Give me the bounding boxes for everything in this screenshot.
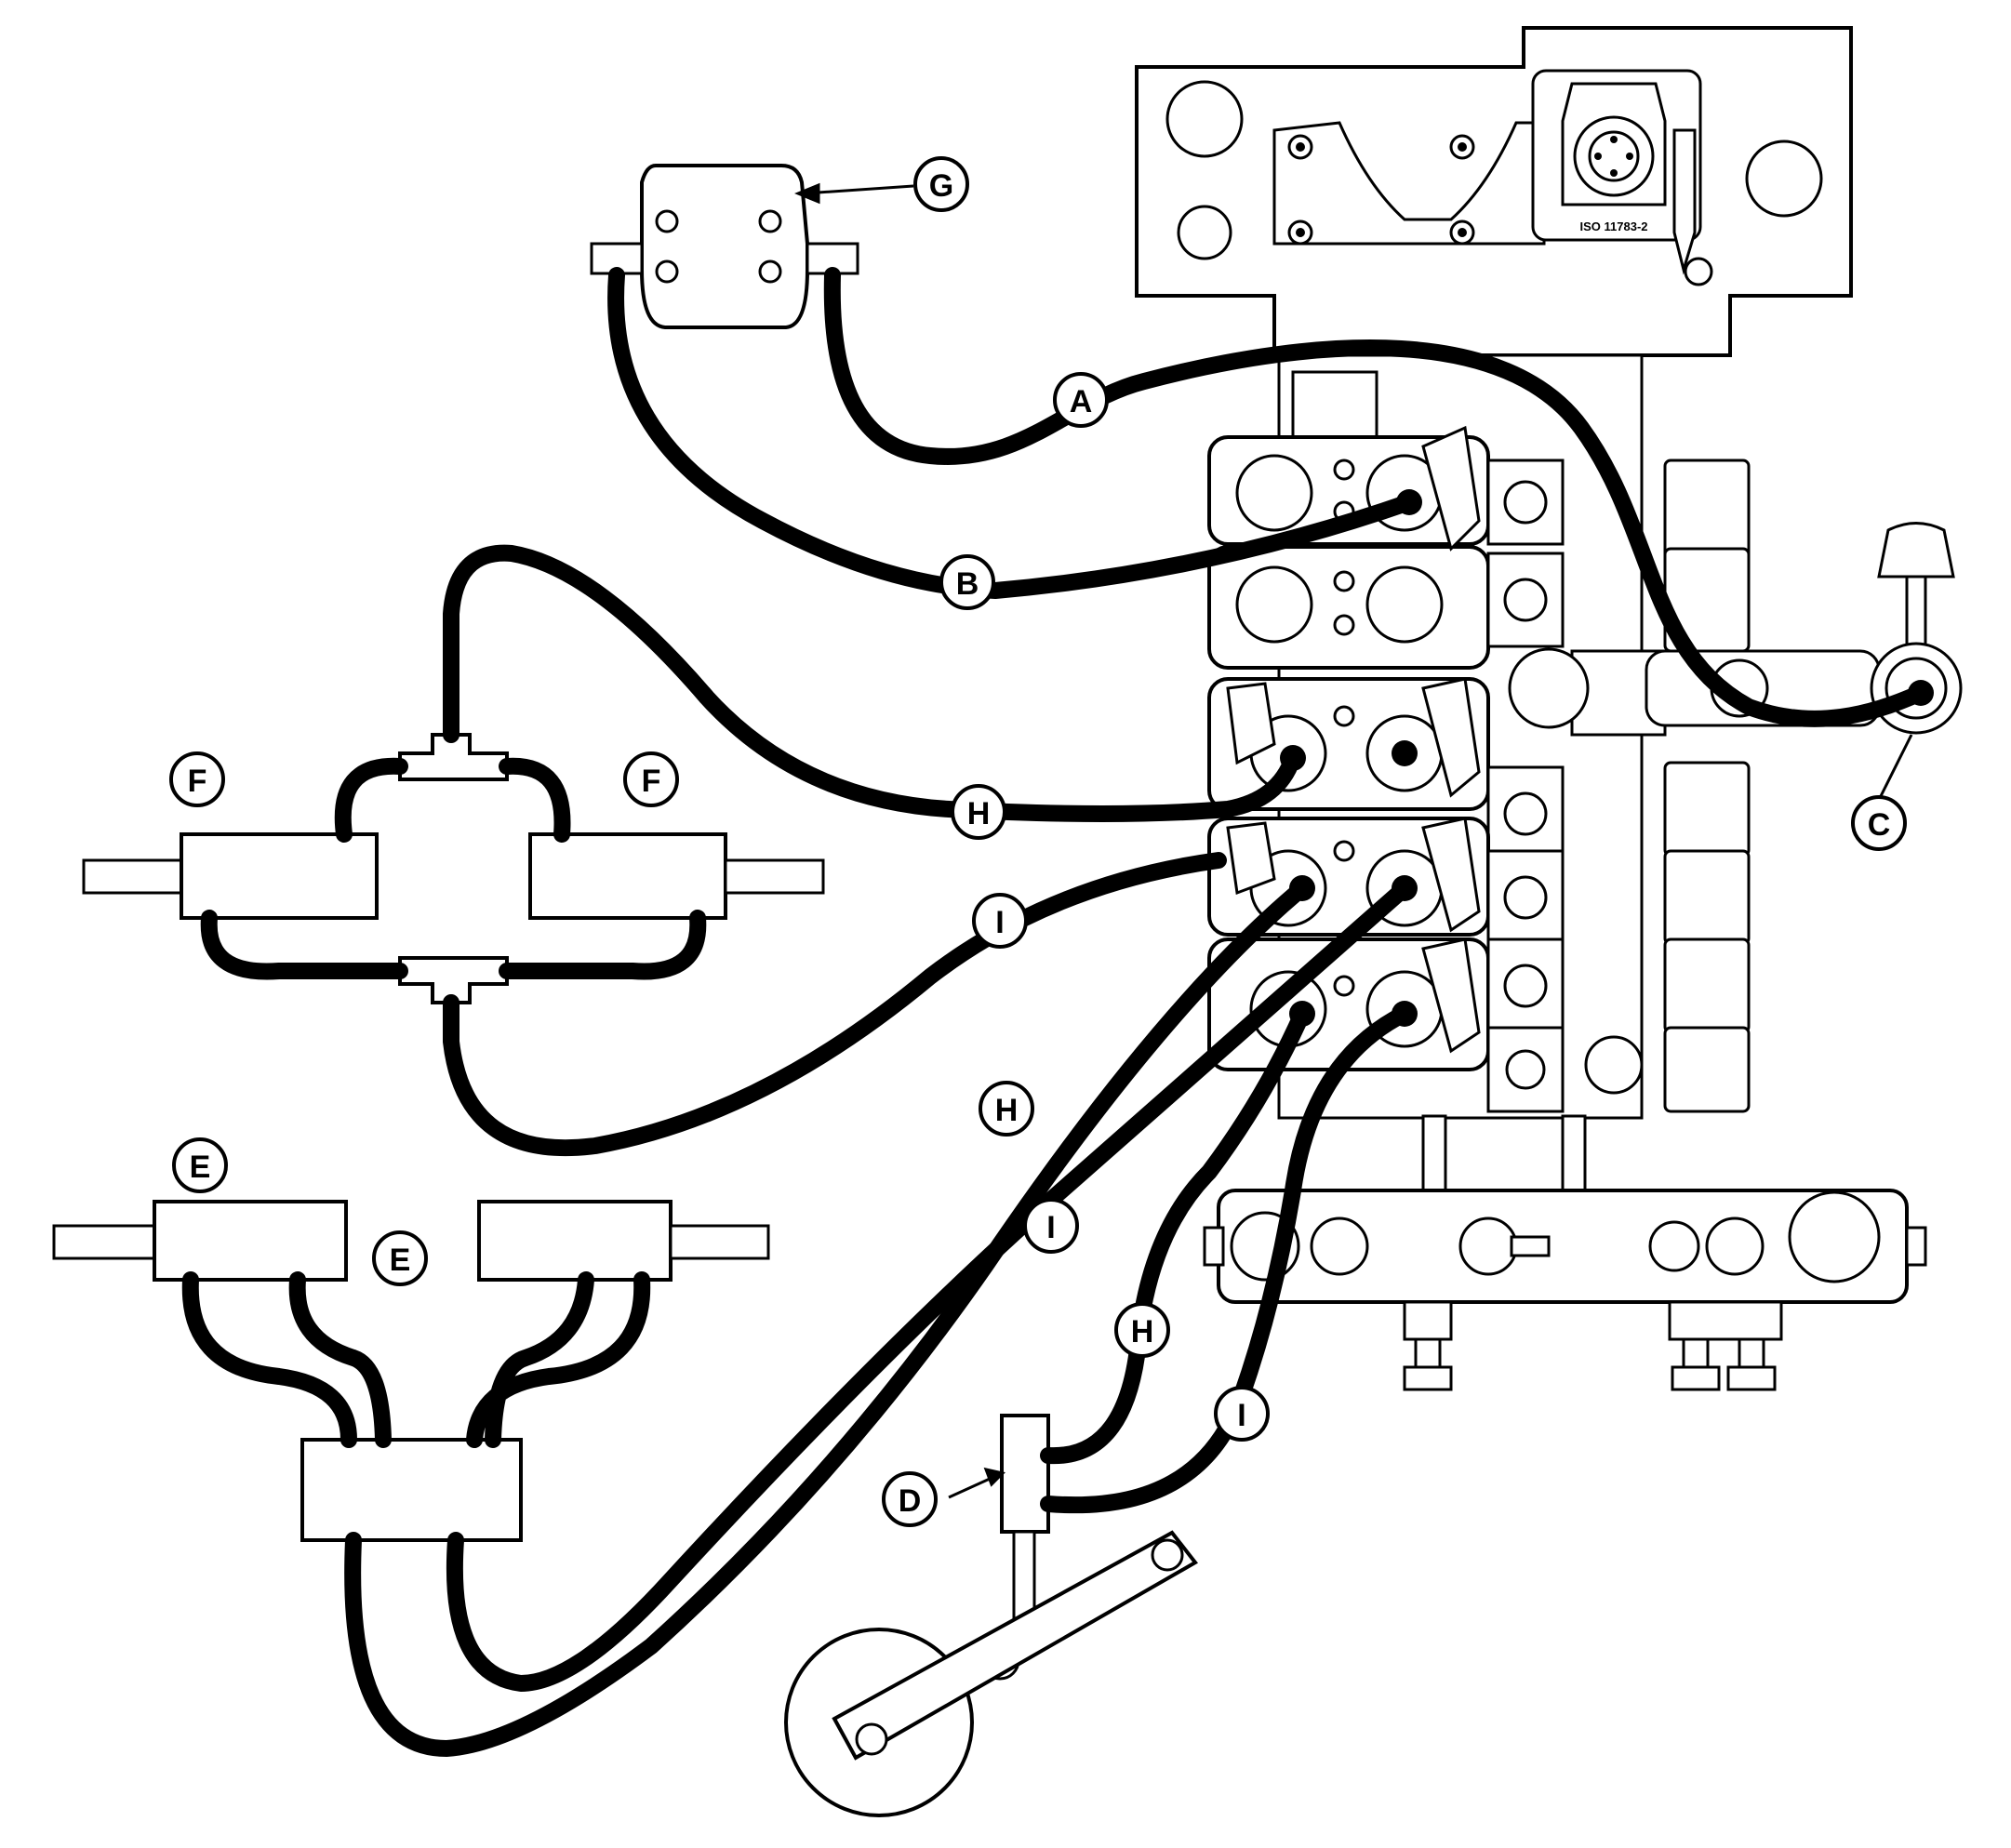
svg-text:I: I	[995, 905, 1004, 940]
hose-i-d	[1040, 1005, 1413, 1514]
hose-h-lower	[344, 880, 1311, 1757]
svg-text:G: G	[929, 168, 953, 204]
svg-text:D: D	[899, 1483, 922, 1519]
svg-text:H: H	[1131, 1314, 1154, 1349]
hose-h-d	[1040, 1005, 1311, 1465]
label-i-lower: I	[1214, 1386, 1270, 1442]
label-h-middle: H	[979, 1081, 1034, 1137]
component-d-cylinder	[784, 1414, 1198, 1817]
label-h-upper: H	[951, 784, 1006, 840]
label-i-middle: I	[1023, 1198, 1079, 1254]
valve-levers	[1663, 459, 1751, 1113]
svg-text:E: E	[190, 1150, 211, 1185]
plate-marking-text: ISO 11783-2	[1580, 219, 1648, 233]
hose-f-upper-loop	[334, 757, 571, 843]
label-f-right: F	[623, 751, 679, 807]
valve-stack	[1207, 353, 1963, 1211]
mounting-plate: ISO 11783-2	[1135, 26, 1853, 357]
svg-text:I: I	[1237, 1398, 1245, 1433]
svg-text:I: I	[1046, 1210, 1055, 1245]
hose-i-upper	[443, 852, 1227, 1157]
label-g: G	[913, 156, 969, 212]
lower-manifold	[1203, 1189, 1927, 1391]
svg-text:H: H	[995, 1093, 1019, 1128]
component-g-block	[590, 164, 859, 329]
callout-leaders	[794, 182, 1913, 1499]
hose-e-loops	[181, 1271, 651, 1448]
coupler-section-1	[1207, 435, 1565, 546]
svg-text:F: F	[188, 764, 207, 799]
label-e-right: E	[372, 1230, 428, 1286]
label-a: A	[1053, 372, 1109, 428]
coupler-levers	[1226, 425, 1481, 1054]
hose-b	[607, 267, 1418, 599]
label-c: C	[1851, 795, 1907, 851]
coupler-section-2	[1207, 545, 1565, 670]
callout-labels: A B C D E E F F	[169, 156, 1907, 1527]
hose-a	[823, 267, 1929, 727]
hose-h-upper	[443, 544, 1301, 822]
hose-ends	[1280, 489, 1934, 1027]
svg-text:F: F	[642, 764, 661, 799]
label-i-upper: I	[972, 893, 1028, 949]
svg-text:H: H	[967, 796, 991, 831]
label-e-left: E	[172, 1137, 228, 1193]
svg-text:C: C	[1868, 807, 1891, 843]
coupler-section-5	[1207, 937, 1644, 1113]
svg-text:E: E	[390, 1243, 411, 1278]
hose-f-lower-loop	[200, 910, 707, 980]
component-f-cylinders	[82, 733, 825, 1004]
hose-routing	[181, 267, 1929, 1757]
component-e-cylinders	[52, 1200, 770, 1542]
label-f-left: F	[169, 751, 225, 807]
svg-text:B: B	[956, 566, 979, 602]
svg-text:A: A	[1070, 384, 1093, 419]
label-b: B	[939, 554, 995, 610]
label-d: D	[882, 1471, 938, 1527]
label-h-lower: H	[1114, 1302, 1170, 1358]
hose-i-middle	[446, 880, 1413, 1692]
